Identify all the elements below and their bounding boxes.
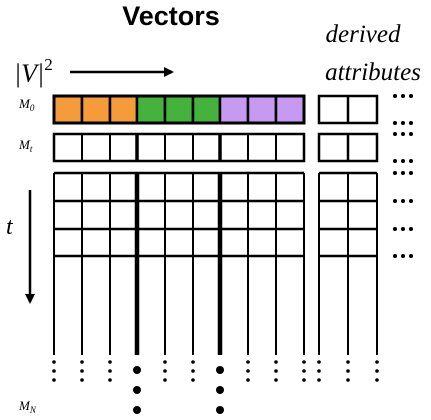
row-mt-frame — [52, 132, 306, 163]
column-dot — [274, 360, 278, 364]
group-dot — [133, 386, 141, 394]
time-axis-label: t — [6, 214, 14, 240]
row-dot — [409, 227, 413, 231]
column-dot — [274, 369, 278, 373]
cell-purple-1 — [218, 94, 250, 125]
column-dot — [80, 378, 84, 382]
column-dot — [191, 378, 195, 382]
column-dot — [80, 369, 84, 373]
row-dot — [401, 171, 405, 175]
row-dot — [393, 132, 397, 136]
column-dot — [375, 360, 379, 364]
cell-purple-3 — [274, 94, 306, 125]
row-dot — [401, 227, 405, 231]
column-dot — [191, 360, 195, 364]
label-mt: Mt — [18, 137, 33, 154]
row-dot — [393, 199, 397, 203]
column-dot — [246, 369, 250, 373]
row-dot — [401, 199, 405, 203]
lower-grid — [53, 171, 378, 355]
row-dot — [393, 159, 397, 163]
cell-orange-1 — [52, 94, 84, 125]
group-dot — [216, 406, 224, 414]
row-dot — [409, 254, 413, 258]
group-dot — [133, 366, 141, 374]
group-dot — [133, 406, 141, 414]
column-dot — [346, 378, 350, 382]
row-dot — [401, 121, 405, 125]
row-dot — [393, 227, 397, 231]
column-dot — [302, 360, 306, 364]
column-dot — [191, 369, 195, 373]
label-mn: MN — [18, 398, 37, 415]
row-dot — [393, 94, 397, 98]
vector-size-exponent: 2 — [44, 55, 53, 74]
row-dot — [401, 254, 405, 258]
column-dot — [246, 360, 250, 364]
cell-orange-3 — [108, 94, 139, 125]
row-dot — [401, 159, 405, 163]
column-dot — [346, 360, 350, 364]
column-dot — [108, 369, 112, 373]
column-dot — [346, 369, 350, 373]
group-dot — [216, 366, 224, 374]
cell-orange-2 — [80, 94, 112, 125]
row-dot — [393, 254, 397, 258]
row-dot — [409, 159, 413, 163]
cell-purple-2 — [246, 94, 278, 125]
column-dot — [163, 360, 167, 364]
row-m0 — [52, 94, 379, 125]
group-dot — [216, 386, 224, 394]
row-dot — [409, 132, 413, 136]
column-dot — [163, 378, 167, 382]
row-dot — [393, 171, 397, 175]
row-dot — [409, 94, 413, 98]
column-dot — [375, 378, 379, 382]
label-m0: M0 — [18, 96, 35, 113]
column-dot — [108, 360, 112, 364]
row-dot — [409, 171, 413, 175]
cell-green-3 — [191, 94, 222, 125]
column-dot — [108, 378, 112, 382]
column-dot — [317, 369, 321, 373]
column-dot — [80, 360, 84, 364]
row-dot — [401, 132, 405, 136]
row-continuation-dots — [393, 94, 413, 258]
column-dot — [317, 360, 321, 364]
derived-attributes-line1: derived — [326, 21, 401, 48]
column-dot — [246, 378, 250, 382]
vector-size-base: |V| — [14, 59, 44, 88]
column-dot — [302, 378, 306, 382]
column-dot — [52, 369, 56, 373]
cell-green-2 — [163, 94, 195, 125]
cell-green-1 — [135, 94, 167, 125]
row-mt — [52, 132, 379, 163]
row-dot — [401, 94, 405, 98]
vector-size-label: |V|2 — [14, 55, 53, 88]
column-dot — [317, 378, 321, 382]
column-dot — [163, 369, 167, 373]
column-dot — [274, 378, 278, 382]
column-dot — [52, 360, 56, 364]
title: Vectors — [122, 1, 220, 31]
row-dot — [409, 199, 413, 203]
row-dot — [409, 121, 413, 125]
column-dot — [302, 369, 306, 373]
row-m0-frame — [52, 94, 306, 125]
derived-attributes-line2: attributes — [325, 59, 421, 86]
column-dot — [52, 378, 56, 382]
row-dot — [393, 121, 397, 125]
column-dot — [375, 369, 379, 373]
column-continuation-dots — [52, 360, 379, 414]
